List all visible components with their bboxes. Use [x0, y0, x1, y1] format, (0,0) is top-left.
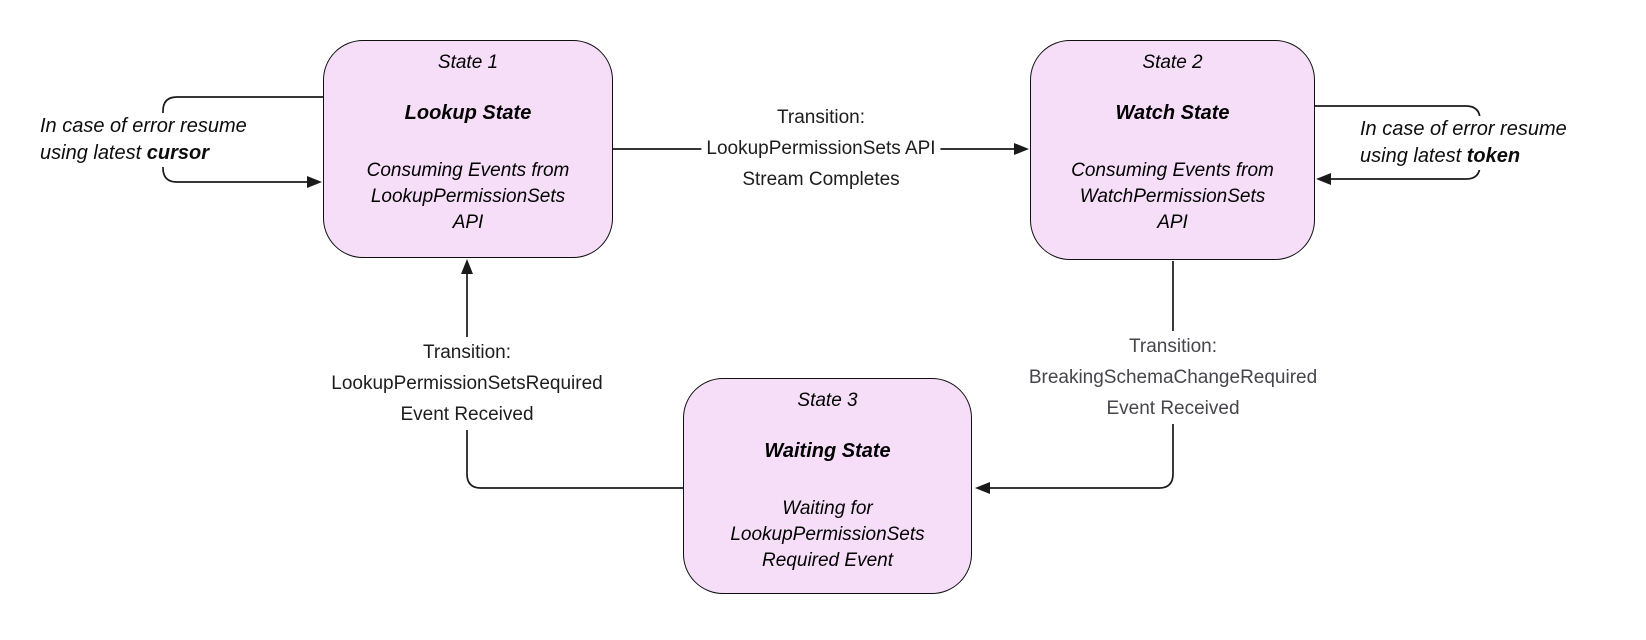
token-error-loop-arrowhead	[1316, 173, 1331, 185]
transition-1-2-arrowhead	[1014, 143, 1029, 155]
transition-label-line: Event Received	[400, 404, 534, 425]
error-note-line: In case of error resume	[1360, 116, 1567, 143]
transition-label-line: Event Received	[1106, 398, 1240, 419]
state-3-name: Waiting State	[764, 440, 891, 462]
transition-label-line: LookupPermissionSetsRequired	[331, 373, 603, 394]
state-node-3: State 3 Waiting State Waiting for Lookup…	[683, 378, 972, 594]
transition-3-1-arrow	[466, 274, 683, 489]
transition-label-line: Transition:	[423, 342, 511, 363]
state-2-title: State 2	[1142, 52, 1203, 73]
state-3-title: State 3	[797, 390, 858, 411]
error-note-text: In case of error resume	[1360, 118, 1567, 140]
error-note-text: In case of error resume	[40, 115, 247, 137]
state-3-description-line: Waiting for	[782, 498, 873, 519]
transition-label-line: Transition:	[1128, 336, 1217, 357]
state-2-description: Consuming Events from WatchPermissionSet…	[1031, 158, 1314, 236]
transition-label-line: Stream Completes	[742, 169, 900, 190]
transition-2-3-arrowhead	[975, 482, 990, 494]
state-1-description: Consuming Events from LookupPermissionSe…	[324, 158, 612, 236]
transition-2-3-arrow	[990, 261, 1174, 489]
state-3-description: Waiting for LookupPermissionSets Require…	[684, 496, 971, 574]
error-note-keyword: cursor	[146, 142, 209, 164]
state-3-description-line: Required Event	[762, 550, 893, 571]
transition-label-2-3: Transition: BreakingSchemaChangeRequired…	[1023, 331, 1323, 424]
transition-label-line: LookupPermissionSets API	[706, 138, 936, 159]
error-note-text: using latest	[40, 142, 147, 164]
state-1-title: State 1	[437, 52, 499, 73]
state-1-description-line: LookupPermissionSets	[370, 186, 566, 207]
error-note-keyword: token	[1466, 145, 1521, 167]
state-2-name: Watch State	[1115, 102, 1230, 124]
state-1-name: Lookup State	[404, 102, 532, 124]
transition-label-3-1: Transition: LookupPermissionSetsRequired…	[326, 337, 608, 430]
transition-3-1-arrowhead	[461, 259, 473, 274]
transition-label-line: BreakingSchemaChangeRequired	[1028, 367, 1318, 388]
transition-label-1-2: Transition: LookupPermissionSets API Str…	[701, 102, 941, 195]
error-note-line: In case of error resume	[40, 113, 247, 140]
state-2-description-line: Consuming Events from	[1071, 160, 1274, 181]
error-note-line: using latest token	[1360, 143, 1567, 170]
state-2-description-line: WatchPermissionSets	[1079, 186, 1266, 207]
state-2-description-line: API	[1157, 212, 1188, 233]
state-node-1: State 1 Lookup State Consuming Events fr…	[323, 40, 613, 258]
error-note-text: using latest	[1360, 145, 1467, 167]
error-note-token: In case of error resume using latest tok…	[1356, 116, 1571, 170]
state-node-2: State 2 Watch State Consuming Events fro…	[1030, 40, 1315, 260]
state-1-description-line: API	[452, 212, 484, 233]
error-note-cursor: In case of error resume using latest cur…	[36, 113, 251, 167]
transition-label-line: Transition:	[777, 107, 865, 128]
cursor-error-loop-arrowhead	[307, 176, 322, 188]
state-3-description-line: LookupPermissionSets	[730, 524, 925, 545]
error-note-line: using latest cursor	[40, 140, 247, 167]
state-1-description-line: Consuming Events from	[366, 160, 570, 181]
